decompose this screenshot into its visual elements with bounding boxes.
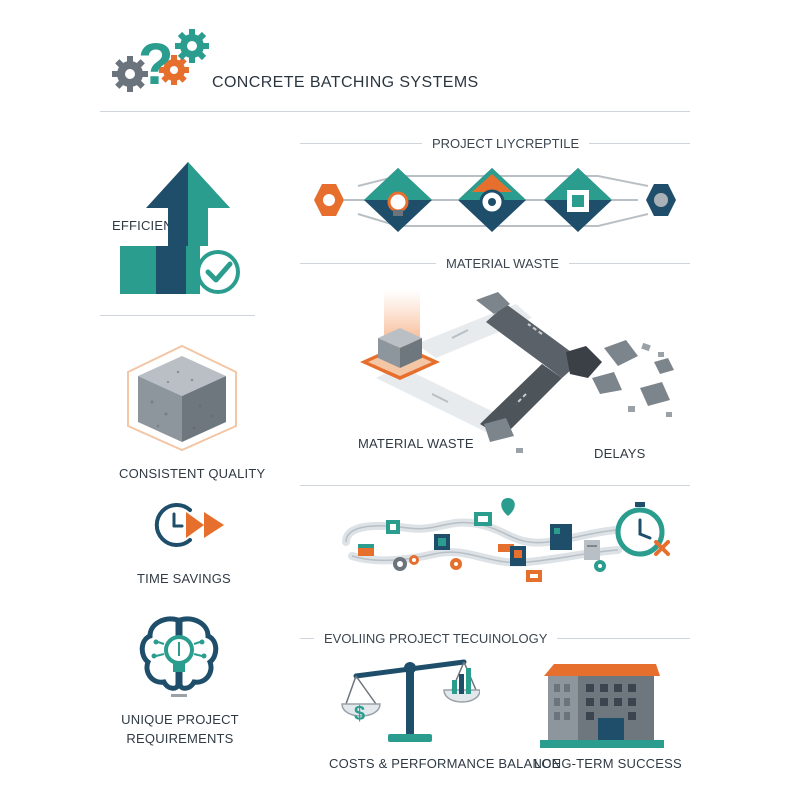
evolving-left-label: COSTS & PERFORMANCE BALANCE bbox=[329, 756, 561, 771]
evolving-right-label: LONG-TERM SUCCESS bbox=[534, 756, 682, 771]
flow-divider bbox=[300, 485, 690, 486]
header-divider bbox=[100, 111, 690, 112]
unique-label: UNIQUE PROJECT REQUIREMENTS bbox=[110, 710, 250, 748]
svg-text:$: $ bbox=[354, 703, 365, 725]
svg-text:?: ? bbox=[138, 32, 173, 96]
unique-label-line2: REQUIREMENTS bbox=[126, 731, 234, 746]
scale-graphic: $ bbox=[340, 650, 481, 746]
clock-fast-forward-icon bbox=[154, 503, 224, 547]
project-chain-graphic bbox=[308, 162, 692, 240]
workflow-timer-icon bbox=[342, 498, 670, 582]
question-gears-icon: ? bbox=[112, 29, 209, 97]
balance-scale-icon: $ bbox=[341, 659, 481, 742]
waste-graphic bbox=[356, 282, 690, 462]
quality-graphic bbox=[122, 342, 242, 452]
waste-left-label: MATERIAL WASTE bbox=[358, 436, 474, 451]
efficiency-graphic bbox=[118, 160, 248, 296]
evolving-section-title: EVOLIING PROJECT TECUINOLOGY bbox=[314, 631, 558, 646]
time-graphic bbox=[148, 500, 230, 550]
building-graphic bbox=[540, 662, 664, 748]
flow-graphic bbox=[338, 494, 684, 594]
concrete-cube-icon bbox=[127, 344, 237, 452]
left-divider-1 bbox=[100, 315, 255, 316]
page-title: CONCRETE BATCHING SYSTEMS bbox=[212, 74, 479, 91]
waste-section-title: MATERIAL WASTE bbox=[436, 256, 569, 271]
unique-label-line1: UNIQUE PROJECT bbox=[121, 712, 239, 727]
unique-graphic bbox=[134, 612, 224, 702]
header-logo: ? bbox=[112, 26, 212, 97]
conveyor-broken-icon bbox=[360, 290, 674, 453]
waste-right-label: DELAYS bbox=[594, 446, 646, 461]
quality-label: CONSISTENT QUALITY bbox=[119, 466, 266, 481]
process-chain-icon bbox=[314, 168, 676, 232]
building-icon bbox=[540, 664, 664, 748]
growth-arrow-check-icon bbox=[120, 162, 240, 294]
brain-lightbulb-icon bbox=[139, 616, 219, 697]
time-label: TIME SAVINGS bbox=[137, 571, 231, 586]
project-section-title: PROJECT LIYCREPTILE bbox=[422, 136, 590, 151]
